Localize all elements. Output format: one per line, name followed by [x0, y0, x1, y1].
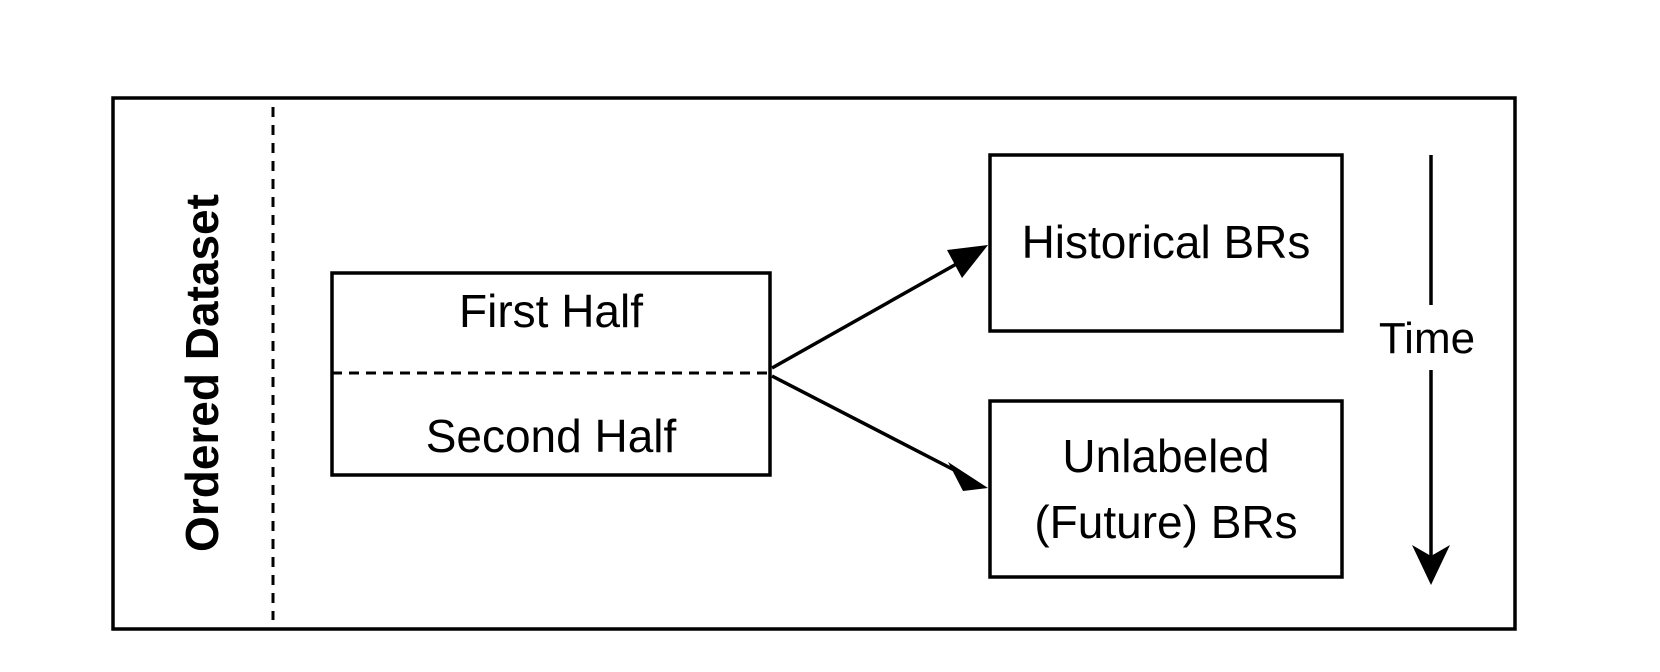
future-label-line1: Unlabeled [1062, 430, 1269, 482]
arrowhead-future [948, 462, 988, 491]
outer-frame [111, 96, 1517, 631]
ordered-dataset-label: Ordered Dataset [176, 194, 228, 552]
future-label-line2: (Future) BRs [1034, 496, 1297, 548]
time-label: Time [1379, 314, 1475, 363]
time-arrowhead [1412, 545, 1450, 585]
arrow-to-historical [771, 260, 961, 370]
future-box [988, 399, 1344, 579]
arrowhead-historical [947, 245, 988, 278]
first-half-label: First Half [459, 285, 643, 337]
historical-label: Historical BRs [1022, 216, 1311, 268]
historical-box [988, 153, 1344, 333]
arrow-to-future [771, 374, 961, 475]
second-half-label: Second Half [426, 410, 677, 462]
